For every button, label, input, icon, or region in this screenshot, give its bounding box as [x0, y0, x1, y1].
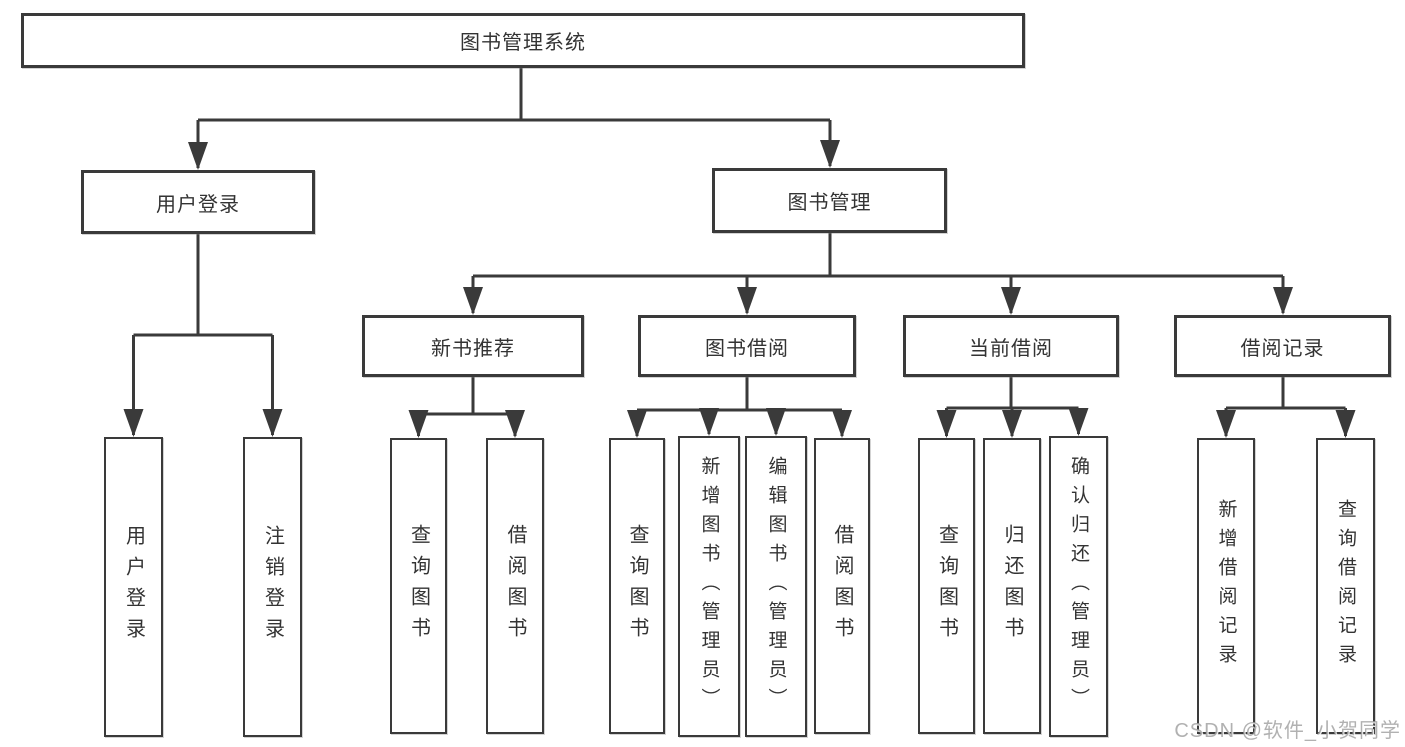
node-current-borrow-label: 当前借阅	[969, 337, 1053, 360]
leaf-borrow-lend-book: 借阅图书	[814, 438, 870, 734]
leaf-current-query-book: 查询图书	[918, 438, 975, 734]
leaf-recommend-borrow-book: 借阅图书	[486, 438, 544, 734]
node-borrow-records-label: 借阅记录	[1240, 337, 1325, 360]
node-library-management-system: 图书管理系统	[21, 13, 1025, 68]
leaf-current-confirm-return-admin: 确认归还（管理员）	[1049, 436, 1108, 737]
node-book-borrow-label: 图书借阅	[705, 337, 789, 360]
leaf-borrow-query-book: 查询图书	[609, 438, 665, 734]
leaf-records-query-record-label: 查询借阅记录	[1335, 499, 1356, 673]
leaf-borrow-edit-book-admin-label: 编辑图书（管理员）	[765, 456, 787, 717]
leaf-borrow-lend-book-label: 借阅图书	[831, 524, 853, 648]
node-book-management: 图书管理	[712, 168, 947, 233]
leaf-logout-label: 注销登录	[261, 525, 284, 649]
node-book-borrow: 图书借阅	[638, 315, 856, 377]
leaf-records-add-record: 新增借阅记录	[1197, 438, 1255, 734]
node-new-book-recommend-label: 新书推荐	[431, 337, 515, 360]
leaf-current-return-book: 归还图书	[983, 438, 1041, 734]
node-current-borrow: 当前借阅	[903, 315, 1119, 377]
leaf-recommend-query-book-label: 查询图书	[407, 524, 430, 648]
leaf-user-login-label: 用户登录	[122, 525, 145, 649]
node-book-management-label: 图书管理	[787, 192, 872, 214]
leaf-current-confirm-return-admin-label: 确认归还（管理员）	[1068, 456, 1089, 717]
leaf-borrow-query-book-label: 查询图书	[626, 524, 648, 648]
leaf-records-query-record: 查询借阅记录	[1316, 438, 1375, 734]
leaf-recommend-borrow-book-label: 借阅图书	[504, 524, 526, 648]
csdn-watermark: CSDN @软件_小贺同学	[1174, 720, 1401, 742]
leaf-current-query-book-label: 查询图书	[935, 524, 958, 648]
leaf-borrow-add-book-admin-label: 新增图书（管理员）	[698, 456, 720, 717]
leaf-user-login: 用户登录	[104, 437, 163, 737]
leaf-records-add-record-label: 新增借阅记录	[1215, 499, 1237, 673]
node-user-login-label: 用户登录	[156, 193, 240, 216]
leaf-logout: 注销登录	[243, 437, 302, 737]
node-borrow-records: 借阅记录	[1174, 315, 1391, 377]
leaf-current-return-book-label: 归还图书	[1001, 524, 1023, 648]
leaf-borrow-edit-book-admin: 编辑图书（管理员）	[745, 436, 807, 737]
node-library-management-system-label: 图书管理系统	[460, 32, 586, 54]
leaf-borrow-add-book-admin: 新增图书（管理员）	[678, 436, 740, 737]
leaf-recommend-query-book: 查询图书	[390, 438, 447, 734]
node-user-login: 用户登录	[81, 170, 315, 234]
node-new-book-recommend: 新书推荐	[362, 315, 584, 377]
